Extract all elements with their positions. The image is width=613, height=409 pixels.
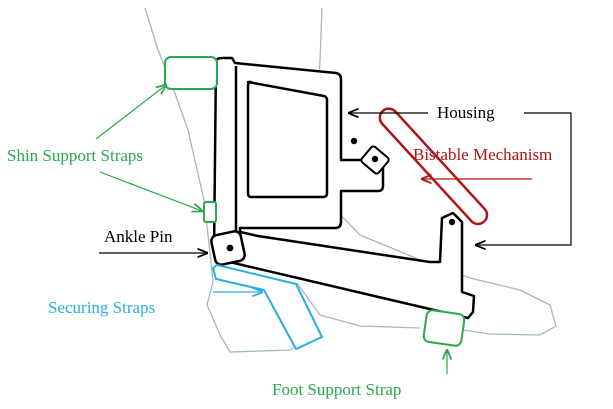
leader-arrows — [95, 85, 572, 374]
housing-window — [246, 80, 329, 199]
securing-straps-label: Securing Straps — [48, 298, 155, 317]
securing-strap — [212, 264, 323, 350]
shin-arrow-upper — [95, 85, 166, 140]
ankle-pin-plate — [210, 230, 246, 266]
housing — [212, 56, 476, 320]
shin-strap-lower — [203, 201, 217, 223]
shin-support-straps — [164, 56, 218, 223]
shin-strap-upper — [164, 56, 218, 90]
ankle-pin-label: Ankle Pin — [104, 227, 173, 246]
bistable-pin-bottom — [448, 218, 456, 226]
labels: Housing Bistable Mechanism Shin Support … — [7, 103, 552, 399]
foot-support-strap — [422, 309, 466, 347]
foot-strap-label: Foot Support Strap — [272, 380, 401, 399]
bistable-pin-top — [350, 137, 358, 145]
bistable-label: Bistable Mechanism — [413, 145, 552, 164]
housing-label: Housing — [437, 103, 495, 122]
shin-straps-label: Shin Support Straps — [7, 146, 143, 165]
bistable-pin-middle — [371, 155, 379, 163]
ankle-pin — [226, 244, 234, 252]
bistable-mechanism — [350, 107, 489, 226]
heel-contour — [296, 282, 421, 329]
bistable-link — [378, 107, 489, 226]
shin-arrow-lower — [99, 171, 202, 211]
housing-arrow-right — [476, 112, 572, 245]
